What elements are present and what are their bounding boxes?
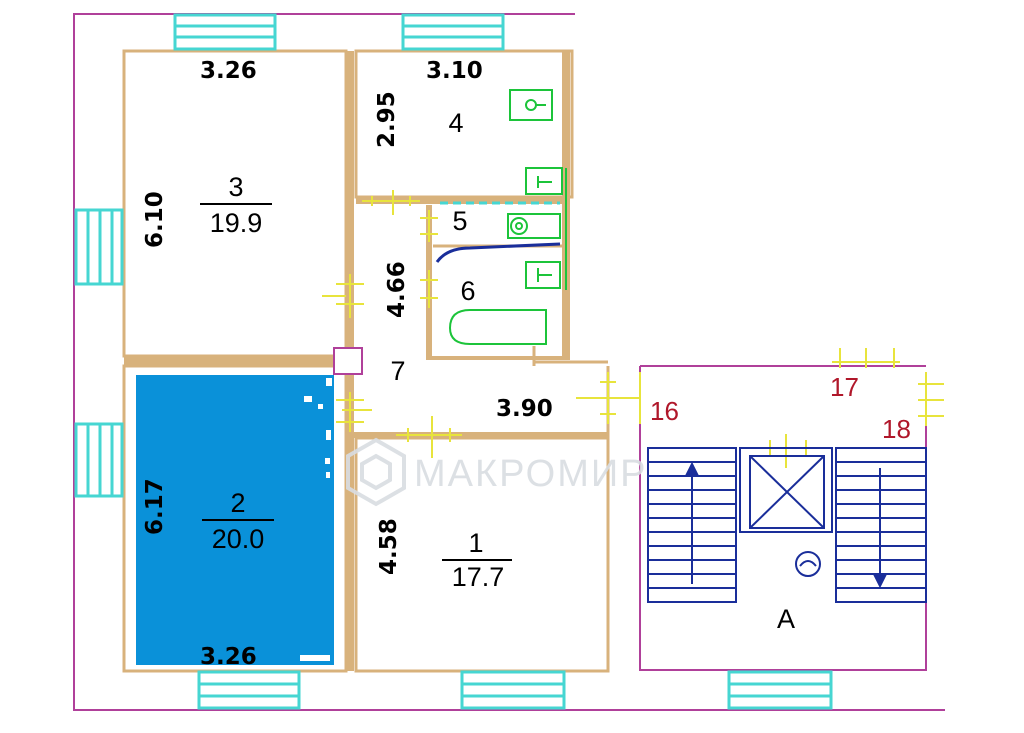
windows [74, 13, 833, 710]
ref-18: 18 [882, 414, 911, 444]
garbage-chute-icon [795, 551, 821, 577]
dim-room2-width: 3.26 [200, 644, 257, 670]
room-2-number: 2 [230, 488, 245, 518]
dimension-labels: 3.26 3.10 2.95 6.10 4.66 3.90 6.17 4.58 … [142, 58, 553, 670]
stair-flight-left [647, 447, 737, 603]
room-1-area: 17.7 [452, 562, 505, 592]
dim-corridor-depth: 4.66 [384, 261, 410, 318]
window-bottom-middle [460, 670, 566, 710]
dim-room1-depth: 4.58 [376, 518, 402, 575]
reference-labels: 16 17 18 A [650, 372, 911, 634]
room-2-label: 2 20.0 [202, 488, 274, 554]
bathtub-icon [448, 309, 547, 345]
hexagon-logo-icon [346, 437, 406, 507]
ref-17: 17 [830, 372, 859, 402]
doors [322, 190, 944, 468]
door-room-1 [396, 416, 462, 458]
door-room-4 [362, 190, 420, 215]
room-4-number: 4 [448, 108, 463, 138]
window-bottom-left [197, 670, 301, 710]
dim-room2-depth: 6.17 [142, 478, 168, 535]
stairwell-label: A [777, 604, 795, 634]
watermark-text: МАКРОМИР [414, 453, 648, 495]
window-top-right [401, 13, 505, 51]
door-entrance [576, 372, 641, 424]
room-6-number: 6 [460, 276, 475, 306]
room-5-number: 5 [452, 206, 467, 236]
watermark: МАКРОМИР [346, 437, 648, 507]
room-2-area: 20.0 [212, 524, 265, 554]
door-elevator [758, 434, 818, 468]
door-room-6 [420, 270, 438, 308]
room-7-number: 7 [390, 356, 405, 386]
door-room-2 [336, 392, 372, 432]
dim-room4-width: 3.10 [426, 58, 483, 84]
window-left-lower [74, 422, 124, 498]
fixtures [448, 89, 567, 345]
elevator-shaft [739, 447, 833, 533]
room-1-label: 1 17.7 [442, 528, 512, 592]
sink-room-4-icon [509, 89, 553, 121]
ref-16: 16 [650, 396, 679, 426]
toilet-icon [507, 213, 561, 239]
corner-post [333, 347, 363, 375]
room-3-label: 3 19.9 [200, 172, 272, 238]
room-3-area: 19.9 [210, 208, 263, 238]
dim-room3-width: 3.26 [200, 58, 257, 84]
door-ref-17 [832, 348, 900, 368]
washbasin-bath-icon [525, 261, 561, 289]
room-labels: 3 19.9 2 20.0 1 17.7 4 5 6 7 [200, 108, 512, 592]
dim-room4-depth: 2.95 [374, 91, 400, 148]
stairwell [647, 447, 927, 603]
shower-curtain-icon [435, 242, 561, 263]
dim-corridor-width: 3.90 [496, 396, 553, 422]
door-room-5 [420, 210, 438, 242]
dim-room3-depth: 6.10 [142, 191, 168, 248]
window-top-left [173, 13, 277, 51]
room-1-number: 1 [468, 528, 483, 558]
washbasin-wc-icon [525, 167, 563, 195]
door-room-3 [322, 274, 364, 318]
window-left-upper [74, 208, 124, 286]
window-bottom-right [727, 670, 833, 710]
room-3-number: 3 [228, 172, 243, 202]
door-ref-18 [918, 372, 944, 426]
wall-room-4 [354, 49, 574, 199]
stair-flight-right [835, 447, 927, 603]
outer-wall-left-block [73, 13, 945, 711]
highlight-speckles [300, 378, 332, 661]
